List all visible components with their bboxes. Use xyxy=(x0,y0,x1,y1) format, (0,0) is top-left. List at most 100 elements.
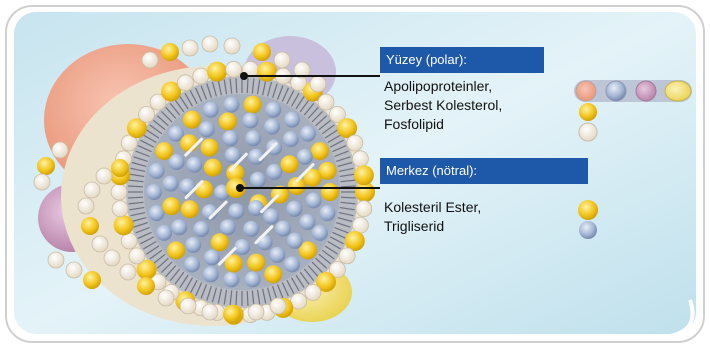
triglyceride-molecule xyxy=(146,184,162,200)
triglyceride-molecule xyxy=(149,163,165,179)
free-cholesterol-molecule xyxy=(223,305,241,323)
triglyceride-molecule xyxy=(250,172,266,188)
phospholipid-head xyxy=(248,304,264,320)
phospholipid-head xyxy=(48,252,64,268)
triglyceride-molecule xyxy=(185,237,201,253)
phospholipid-head xyxy=(121,233,137,249)
free-cholesterol-molecule xyxy=(37,157,55,175)
phospholipid-head xyxy=(158,290,174,306)
triglyceride-molecule xyxy=(300,126,316,142)
triglyceride-legend-icon xyxy=(579,221,597,239)
core-title: Merkez (nötral): xyxy=(380,158,588,184)
triglyceride-molecule xyxy=(223,97,239,113)
triglyceride-molecule xyxy=(269,247,285,263)
triglyceride-molecule xyxy=(248,200,264,216)
cholesteryl-ester-molecule xyxy=(219,112,237,130)
free-cholesterol-molecule xyxy=(257,62,277,82)
phospholipid-head xyxy=(96,168,112,184)
free-cholesterol-molecule xyxy=(81,217,99,235)
free-cholesterol-molecule xyxy=(111,159,129,177)
triglyceride-molecule xyxy=(245,130,261,146)
surface-item-apolipoproteins: Apolipoproteinler, xyxy=(384,77,502,96)
triglyceride-molecule xyxy=(284,256,300,272)
free-cholesterol-molecule xyxy=(354,165,374,185)
phospholipid-tail xyxy=(128,197,143,198)
phospholipid-head xyxy=(352,151,368,167)
triglyceride-molecule xyxy=(220,219,236,235)
phospholipid-head xyxy=(202,36,218,52)
triglyceride-molecule xyxy=(257,234,273,250)
cholesteryl-ester-molecule xyxy=(204,159,222,177)
triglyceride-molecule xyxy=(286,201,302,217)
surface-title: Yüzey (polar): xyxy=(380,47,544,73)
phospholipid-head xyxy=(66,262,82,278)
phospholipid-head xyxy=(34,174,50,190)
phospholipid-head xyxy=(224,38,240,54)
phospholipid-head xyxy=(318,94,334,110)
phospholipid-head xyxy=(84,182,100,198)
cholesteryl-ester-molecule xyxy=(183,111,201,129)
phospholipid-head xyxy=(112,201,128,217)
cholesteryl-ester-legend-icon xyxy=(578,200,598,220)
triglyceride-molecule xyxy=(275,221,291,237)
cholesteryl-ester-molecule xyxy=(180,134,198,152)
cholesteryl-ester-molecule xyxy=(162,197,180,215)
surface-item-phospholipid: Fosfolipid xyxy=(384,115,502,134)
core-components-list: Kolesteril Ester, Trigliserid xyxy=(384,198,481,236)
triglyceride-molecule xyxy=(266,164,282,180)
cholesteryl-ester-molecule xyxy=(281,155,299,173)
triglyceride-molecule xyxy=(193,221,209,237)
triglyceride-molecule xyxy=(263,208,279,224)
triglyceride-molecule xyxy=(319,205,335,221)
phospholipid-legend-icon xyxy=(579,123,597,141)
phospholipid-tail xyxy=(247,291,248,306)
cholesteryl-ester-molecule xyxy=(244,96,262,114)
lipoprotein-particle-icon xyxy=(34,36,375,326)
phospholipid-tail xyxy=(341,197,356,198)
phospholipid-head xyxy=(180,298,196,314)
triglyceride-molecule xyxy=(163,176,179,192)
triglyceride-molecule xyxy=(222,130,238,146)
phospholipid-head xyxy=(120,264,136,280)
triglyceride-molecule xyxy=(186,157,202,173)
phospholipid-head xyxy=(129,248,145,264)
triglyceride-molecule xyxy=(297,149,313,165)
phospholipid-head xyxy=(111,184,127,200)
surface-item-free-cholesterol: Serbest Kolesterol, xyxy=(384,96,502,115)
phospholipid-head xyxy=(104,250,120,266)
free-cholesterol-molecule xyxy=(253,43,271,61)
triglyceride-molecule xyxy=(223,271,239,287)
free-cholesterol-legend-icon xyxy=(579,103,597,121)
phospholipid-head xyxy=(270,298,286,314)
phospholipid-head xyxy=(52,142,68,158)
triglyceride-molecule xyxy=(299,214,315,230)
triglyceride-molecule xyxy=(312,225,328,241)
phospholipid-head xyxy=(139,106,155,122)
triglyceride-molecule xyxy=(265,102,281,118)
phospholipid-head xyxy=(356,201,372,217)
apolipoprotein-legend-icon xyxy=(574,80,692,102)
surface-components-list: Apolipoproteinler, Serbest Kolesterol, F… xyxy=(384,77,502,134)
triglyceride-molecule xyxy=(243,221,259,237)
triglyceride-molecule xyxy=(184,256,200,272)
triglyceride-molecule xyxy=(242,113,258,129)
phospholipid-tail xyxy=(341,186,356,187)
triglyceride-molecule xyxy=(287,233,303,249)
triglyceride-molecule xyxy=(234,239,250,255)
phospholipid-head xyxy=(352,217,368,233)
free-cholesterol-molecule xyxy=(137,277,155,295)
triglyceride-molecule xyxy=(264,119,280,135)
phospholipid-tail xyxy=(236,291,237,306)
free-cholesterol-molecule xyxy=(114,215,134,235)
phospholipid-head xyxy=(202,304,218,320)
cholesteryl-ester-molecule xyxy=(247,254,265,272)
phospholipid-tail xyxy=(128,186,143,187)
phospholipid-head xyxy=(92,236,108,252)
triglyceride-molecule xyxy=(149,205,165,221)
cholesteryl-ester-molecule xyxy=(311,142,329,160)
cholesteryl-ester-molecule xyxy=(321,183,339,201)
core-item-triglyceride: Trigliserid xyxy=(384,217,481,236)
phospholipid-head xyxy=(142,52,158,68)
triglyceride-molecule xyxy=(199,121,215,137)
